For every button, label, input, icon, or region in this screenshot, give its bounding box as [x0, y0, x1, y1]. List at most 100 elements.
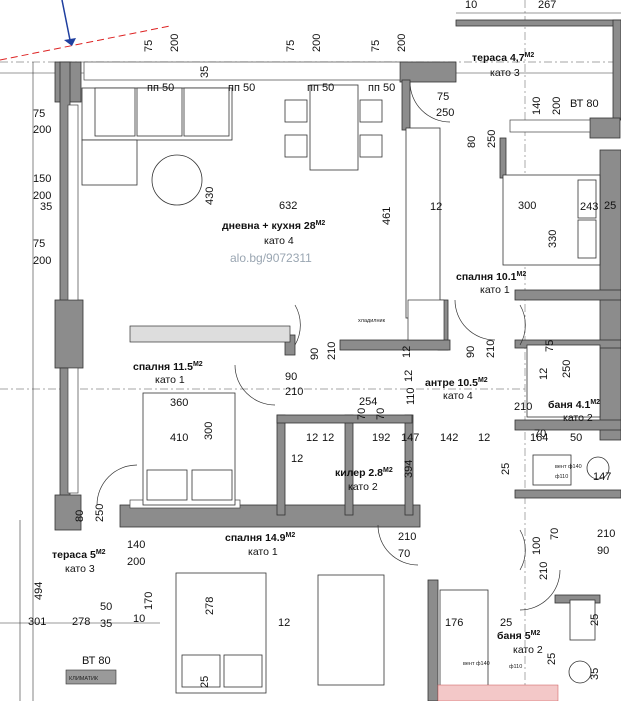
dimension-label: 12	[291, 453, 303, 465]
kitchen-counter	[405, 127, 441, 319]
dimension-label: 50	[570, 432, 582, 444]
dimension-label: 12	[478, 432, 490, 444]
dimension-label: пп 50	[307, 82, 334, 94]
dimension-label: 200	[551, 97, 563, 115]
dimension-label: 25	[500, 617, 512, 629]
ac-unit	[65, 669, 117, 685]
dimension-label: 50	[100, 601, 112, 613]
dimension-label: 12	[538, 368, 550, 380]
dimension-label: 90	[597, 545, 609, 557]
room-label-closet: килер 2.8M2	[335, 467, 393, 479]
dimension-label: 176	[445, 617, 463, 629]
dimension-label: 243	[580, 201, 598, 213]
room-floor-bed1: като 1	[480, 284, 510, 296]
dimension-label: 254	[359, 396, 377, 408]
bath-fixtures	[439, 344, 610, 691]
room-label-living: дневна + кухня 28M2	[222, 220, 325, 232]
dimension-label: 632	[279, 200, 297, 212]
sofa	[81, 87, 233, 186]
room-label-bath1: баня 4.1M2	[548, 399, 600, 411]
dimension-label: 200	[396, 34, 408, 52]
dimension-label: 110	[405, 387, 417, 405]
dimension-label: 210	[398, 531, 416, 543]
dimension-label: 494	[33, 582, 45, 600]
bed-1	[502, 174, 601, 266]
room-floor-terrace1: като 3	[490, 67, 520, 79]
dimension-label: 147	[593, 471, 611, 483]
vent-label-4: ф110	[509, 664, 522, 670]
dimension-label: 25	[546, 653, 558, 665]
room-label-hall: антре 10.5M2	[425, 377, 488, 389]
room-floor-bed3: като 1	[248, 546, 278, 558]
doors	[96, 81, 561, 611]
red-axis	[0, 25, 171, 61]
dimension-label: 200	[127, 556, 145, 568]
dimension-label: 250	[436, 107, 454, 119]
dimension-label: 200	[33, 255, 51, 267]
dimension-label: 90	[465, 346, 477, 358]
dimension-label: 301	[28, 616, 46, 628]
dimension-label: 147	[401, 432, 419, 444]
dimension-label: 250	[561, 360, 573, 378]
dimension-label: 164	[530, 432, 548, 444]
dimension-label: 210	[326, 342, 338, 360]
dimension-label: 25	[589, 614, 601, 626]
dimension-label: 35	[40, 201, 52, 213]
dimension-label: 70	[356, 408, 368, 420]
vt-label-2: ВТ 80	[82, 655, 111, 667]
dimension-label: 210	[514, 401, 532, 413]
dimension-label: 10	[133, 613, 145, 625]
vent-label-2: вент ф140	[463, 661, 490, 667]
coffee-table	[151, 154, 203, 206]
room-floor-closet: като 2	[348, 481, 378, 493]
dimension-label: 250	[94, 504, 106, 522]
dimension-label: 12	[403, 370, 415, 382]
dimension-label: 12	[306, 432, 318, 444]
dimension-label: 278	[72, 616, 90, 628]
tv-console	[129, 325, 291, 343]
dimension-label: 210	[285, 386, 303, 398]
dimension-label: 278	[204, 597, 216, 615]
dimension-label: 330	[547, 230, 559, 248]
dimension-label: 170	[143, 592, 155, 610]
room-floor-living: като 4	[264, 235, 294, 247]
dimension-label: пп 50	[368, 82, 395, 94]
dimension-label: 35	[199, 66, 211, 78]
room-floor-bed2: като 1	[155, 374, 185, 386]
dimension-label: 75	[544, 340, 556, 352]
wardrobe	[317, 574, 385, 686]
dimension-label: пп 50	[228, 82, 255, 94]
dimension-label: 394	[403, 460, 415, 478]
vt-label-1: ВТ 80	[570, 98, 599, 110]
dimension-label: 80	[466, 136, 478, 148]
dimension-label: 70	[398, 548, 410, 560]
dimension-label: 300	[203, 422, 215, 440]
dimension-label: 200	[169, 34, 181, 52]
vent-label-1: вент ф140	[555, 464, 582, 470]
bed-2	[142, 392, 236, 506]
dimension-label: 75	[33, 238, 45, 250]
dimension-label: 12	[430, 201, 442, 213]
dimension-label: 192	[372, 432, 390, 444]
vent-label-3: ф110	[555, 474, 568, 480]
walls	[54, 19, 621, 701]
dimension-label: 75	[143, 40, 155, 52]
dimension-label: 12	[322, 432, 334, 444]
ac-unit-label: КЛИМАТИК	[69, 676, 99, 682]
fridge-label: хладилник	[358, 318, 386, 324]
room-floor-hall: като 4	[443, 390, 473, 402]
dimension-label: 10	[465, 0, 477, 11]
room-label-terrace2: тераса 5M2	[52, 549, 106, 561]
dimension-label: 35	[589, 668, 601, 680]
dimension-label: 430	[204, 187, 216, 205]
hatched-area	[437, 684, 559, 701]
dimension-label: 150	[33, 173, 51, 185]
dimension-label: 300	[518, 200, 536, 212]
dimension-label: 70	[549, 528, 561, 540]
dimension-label: 25	[199, 676, 211, 688]
dimension-label: 200	[311, 34, 323, 52]
room-label-bed2: спалня 11.5M2	[133, 361, 203, 373]
dimension-label: 75	[285, 40, 297, 52]
dimension-label: 12	[278, 617, 290, 629]
